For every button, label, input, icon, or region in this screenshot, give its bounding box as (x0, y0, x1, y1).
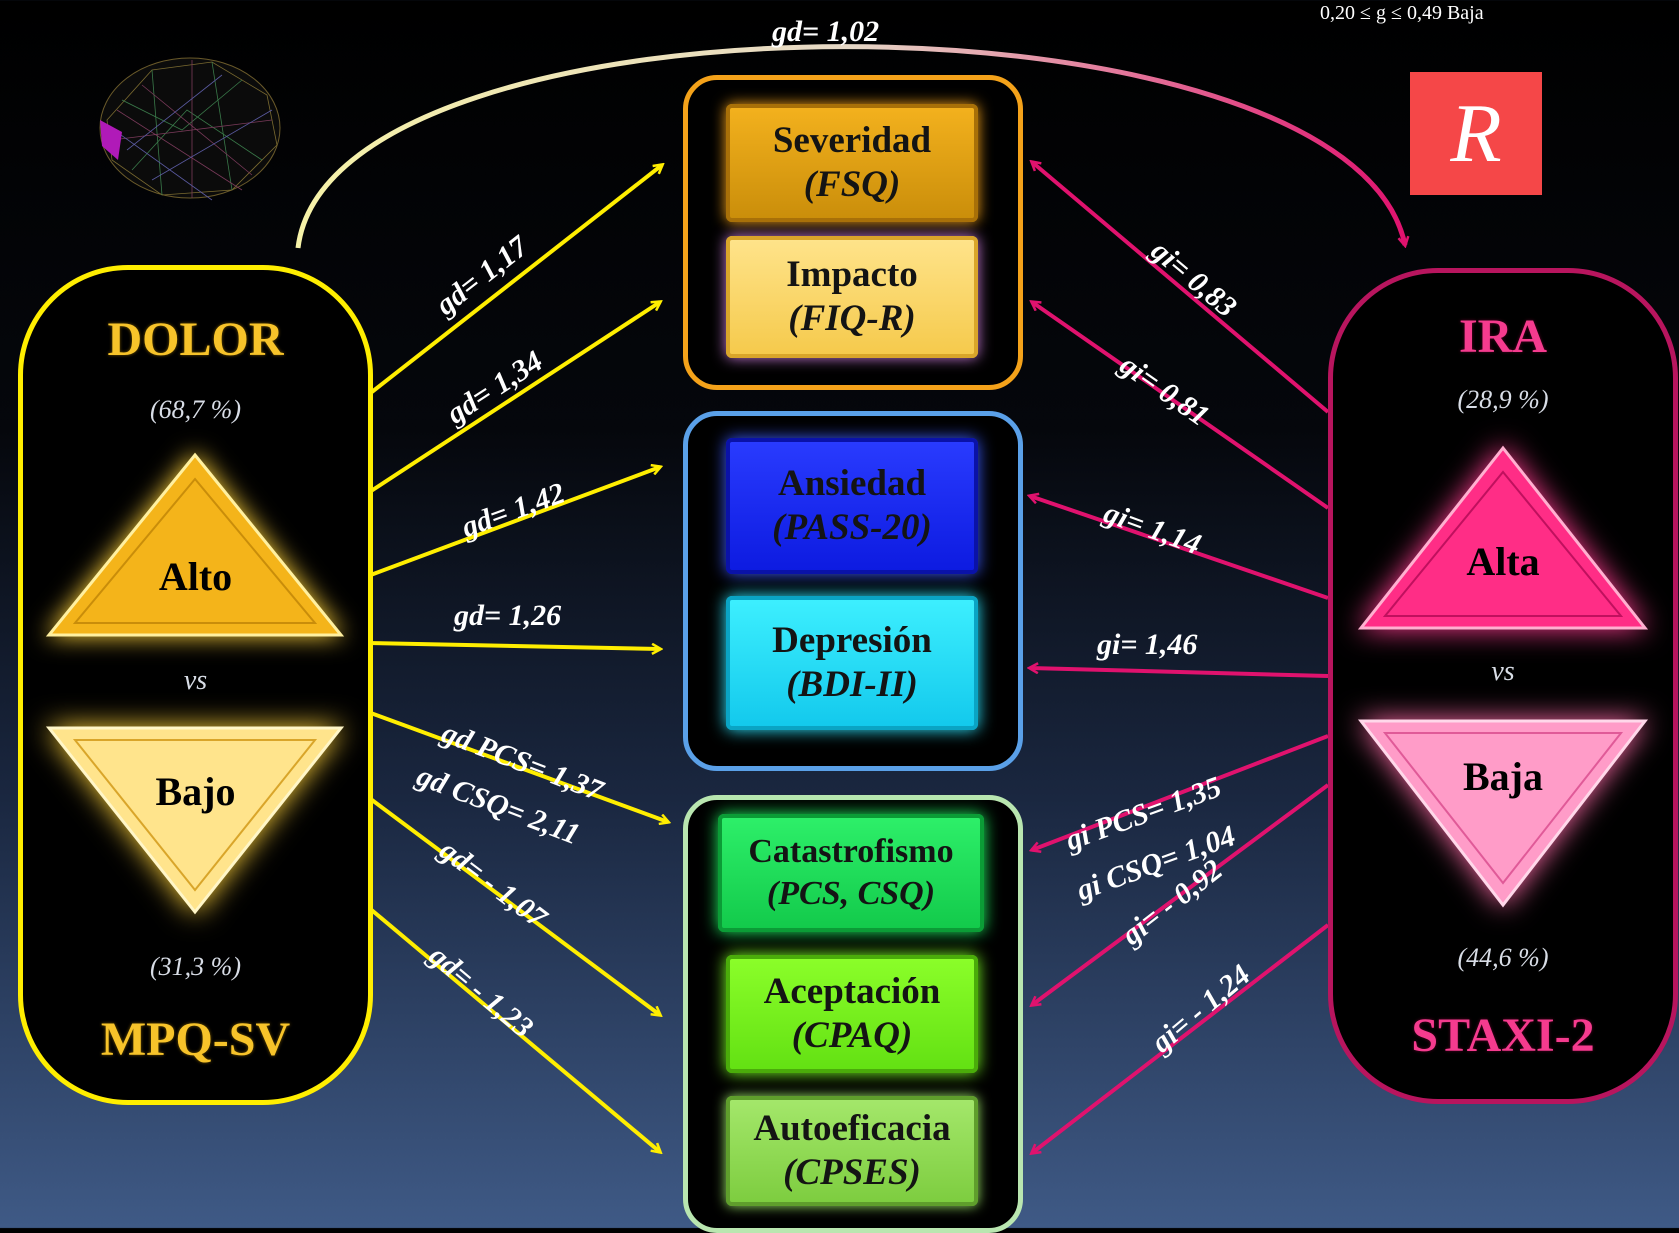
effect-size-legend: 0,20 ≤ g ≤ 0,49 Baja (1320, 2, 1484, 24)
ira-instrument: STAXI-2 (1411, 1009, 1595, 1062)
dolor-instrument: MPQ-SV (100, 1013, 291, 1066)
ira-low-label: Baja (1463, 754, 1543, 799)
triangle-down-baja: Baja (1333, 713, 1673, 913)
outcome-catastrofismo: Catastrofismo (PCS, CSQ) (718, 814, 984, 932)
arrow-dolor-autoeficacia (366, 905, 660, 1152)
arrow-dolor-impacto (366, 302, 660, 495)
ira-high-label: Alta (1466, 539, 1540, 584)
arrow-dolor-ansiedad (367, 467, 660, 578)
arrow-ira-autoeficacia (1032, 923, 1330, 1153)
arrow-dolor-depresion (367, 641, 660, 649)
outcome-catastrofismo-name: Catastrofismo (748, 833, 954, 870)
outcome-severidad: Severidad (FSQ) (726, 104, 978, 222)
ira-low-percent: (44,6 %) (1457, 943, 1549, 972)
outcome-severidad-scale: (FSQ) (803, 164, 901, 205)
ira-high-percent: (28,9 %) (1457, 385, 1549, 414)
outcome-severidad-name: Severidad (772, 120, 932, 161)
outcome-impacto-scale: (FIQ-R) (788, 298, 916, 339)
outcome-aceptacion-name: Aceptación (763, 971, 941, 1012)
outcome-aceptacion: Aceptación (CPAQ) (726, 955, 978, 1073)
arrow-ira-aceptacion (1032, 783, 1330, 1005)
effect-label-top-arc: gd= 1,02 (772, 15, 880, 48)
triangle-down-bajo: Bajo (23, 720, 368, 920)
arrow-ira-ansiedad (1030, 496, 1329, 600)
group-emotional: Ansiedad (PASS-20) Depresión (BDI-II) (683, 411, 1023, 771)
arrow-ira-depresion (1030, 668, 1329, 678)
arrow-ira-impacto (1032, 302, 1330, 510)
dolor-high-label: Alto (158, 554, 233, 599)
dolor-title: DOLOR (107, 313, 284, 366)
ira-title: IRA (1458, 310, 1547, 363)
arrow-dolor-catastrofismo (367, 710, 668, 822)
outcome-depresion-name: Depresión (772, 620, 932, 661)
outcome-ansiedad-scale: (PASS-20) (772, 507, 932, 548)
effect-label-gd-depresion: gd= 1,26 (454, 599, 562, 632)
arrow-ira-catastrofismo (1032, 734, 1329, 850)
outcome-ansiedad: Ansiedad (PASS-20) (726, 438, 978, 574)
dolor-low-label: Bajo (155, 769, 236, 814)
outcome-depresion: Depresión (BDI-II) (726, 596, 978, 730)
outcome-ansiedad-name: Ansiedad (777, 463, 927, 504)
arrow-ira-severidad (1032, 162, 1330, 414)
brain-mesh-icon (92, 50, 287, 205)
r-logo-icon: R (1410, 72, 1542, 195)
outcome-impacto-name: Impacto (786, 254, 918, 295)
triangle-up-alta: Alta (1333, 438, 1673, 638)
dolor-low-percent: (31,3 %) (150, 952, 241, 981)
top-arc (295, 44, 1405, 248)
group-severity-impact: Severidad (FSQ) Impacto (FIQ-R) (683, 75, 1023, 390)
outcome-catastrofismo-scale: (PCS, CSQ) (766, 875, 936, 912)
dolor-high-percent: (68,7 %) (150, 395, 241, 424)
ira-vs: vs (1491, 656, 1515, 687)
outcome-autoeficacia: Autoeficacia (CPSES) (726, 1096, 978, 1206)
outcome-impacto: Impacto (FIQ-R) (726, 236, 978, 358)
group-coping: Catastrofismo (PCS, CSQ) Aceptación (CPA… (683, 795, 1023, 1233)
arrow-dolor-severidad (366, 165, 662, 397)
outcome-depresion-scale: (BDI-II) (786, 664, 918, 705)
dolor-panel: DOLOR (68,7 %) Alto vs Bajo (31,3 %) MPQ… (18, 265, 373, 1105)
outcome-aceptacion-scale: (CPAQ) (791, 1015, 913, 1056)
ira-panel: IRA (28,9 %) Alta vs Baja (44,6 %) STAXI… (1328, 268, 1678, 1104)
outcome-autoeficacia-scale: (CPSES) (783, 1152, 921, 1193)
effect-label-gi-depresion: gi= 1,46 (1097, 628, 1198, 661)
outcome-autoeficacia-name: Autoeficacia (753, 1108, 951, 1149)
triangle-up-alto: Alto (23, 445, 368, 645)
dolor-vs: vs (183, 665, 208, 696)
arrow-dolor-aceptacion (366, 795, 660, 1015)
